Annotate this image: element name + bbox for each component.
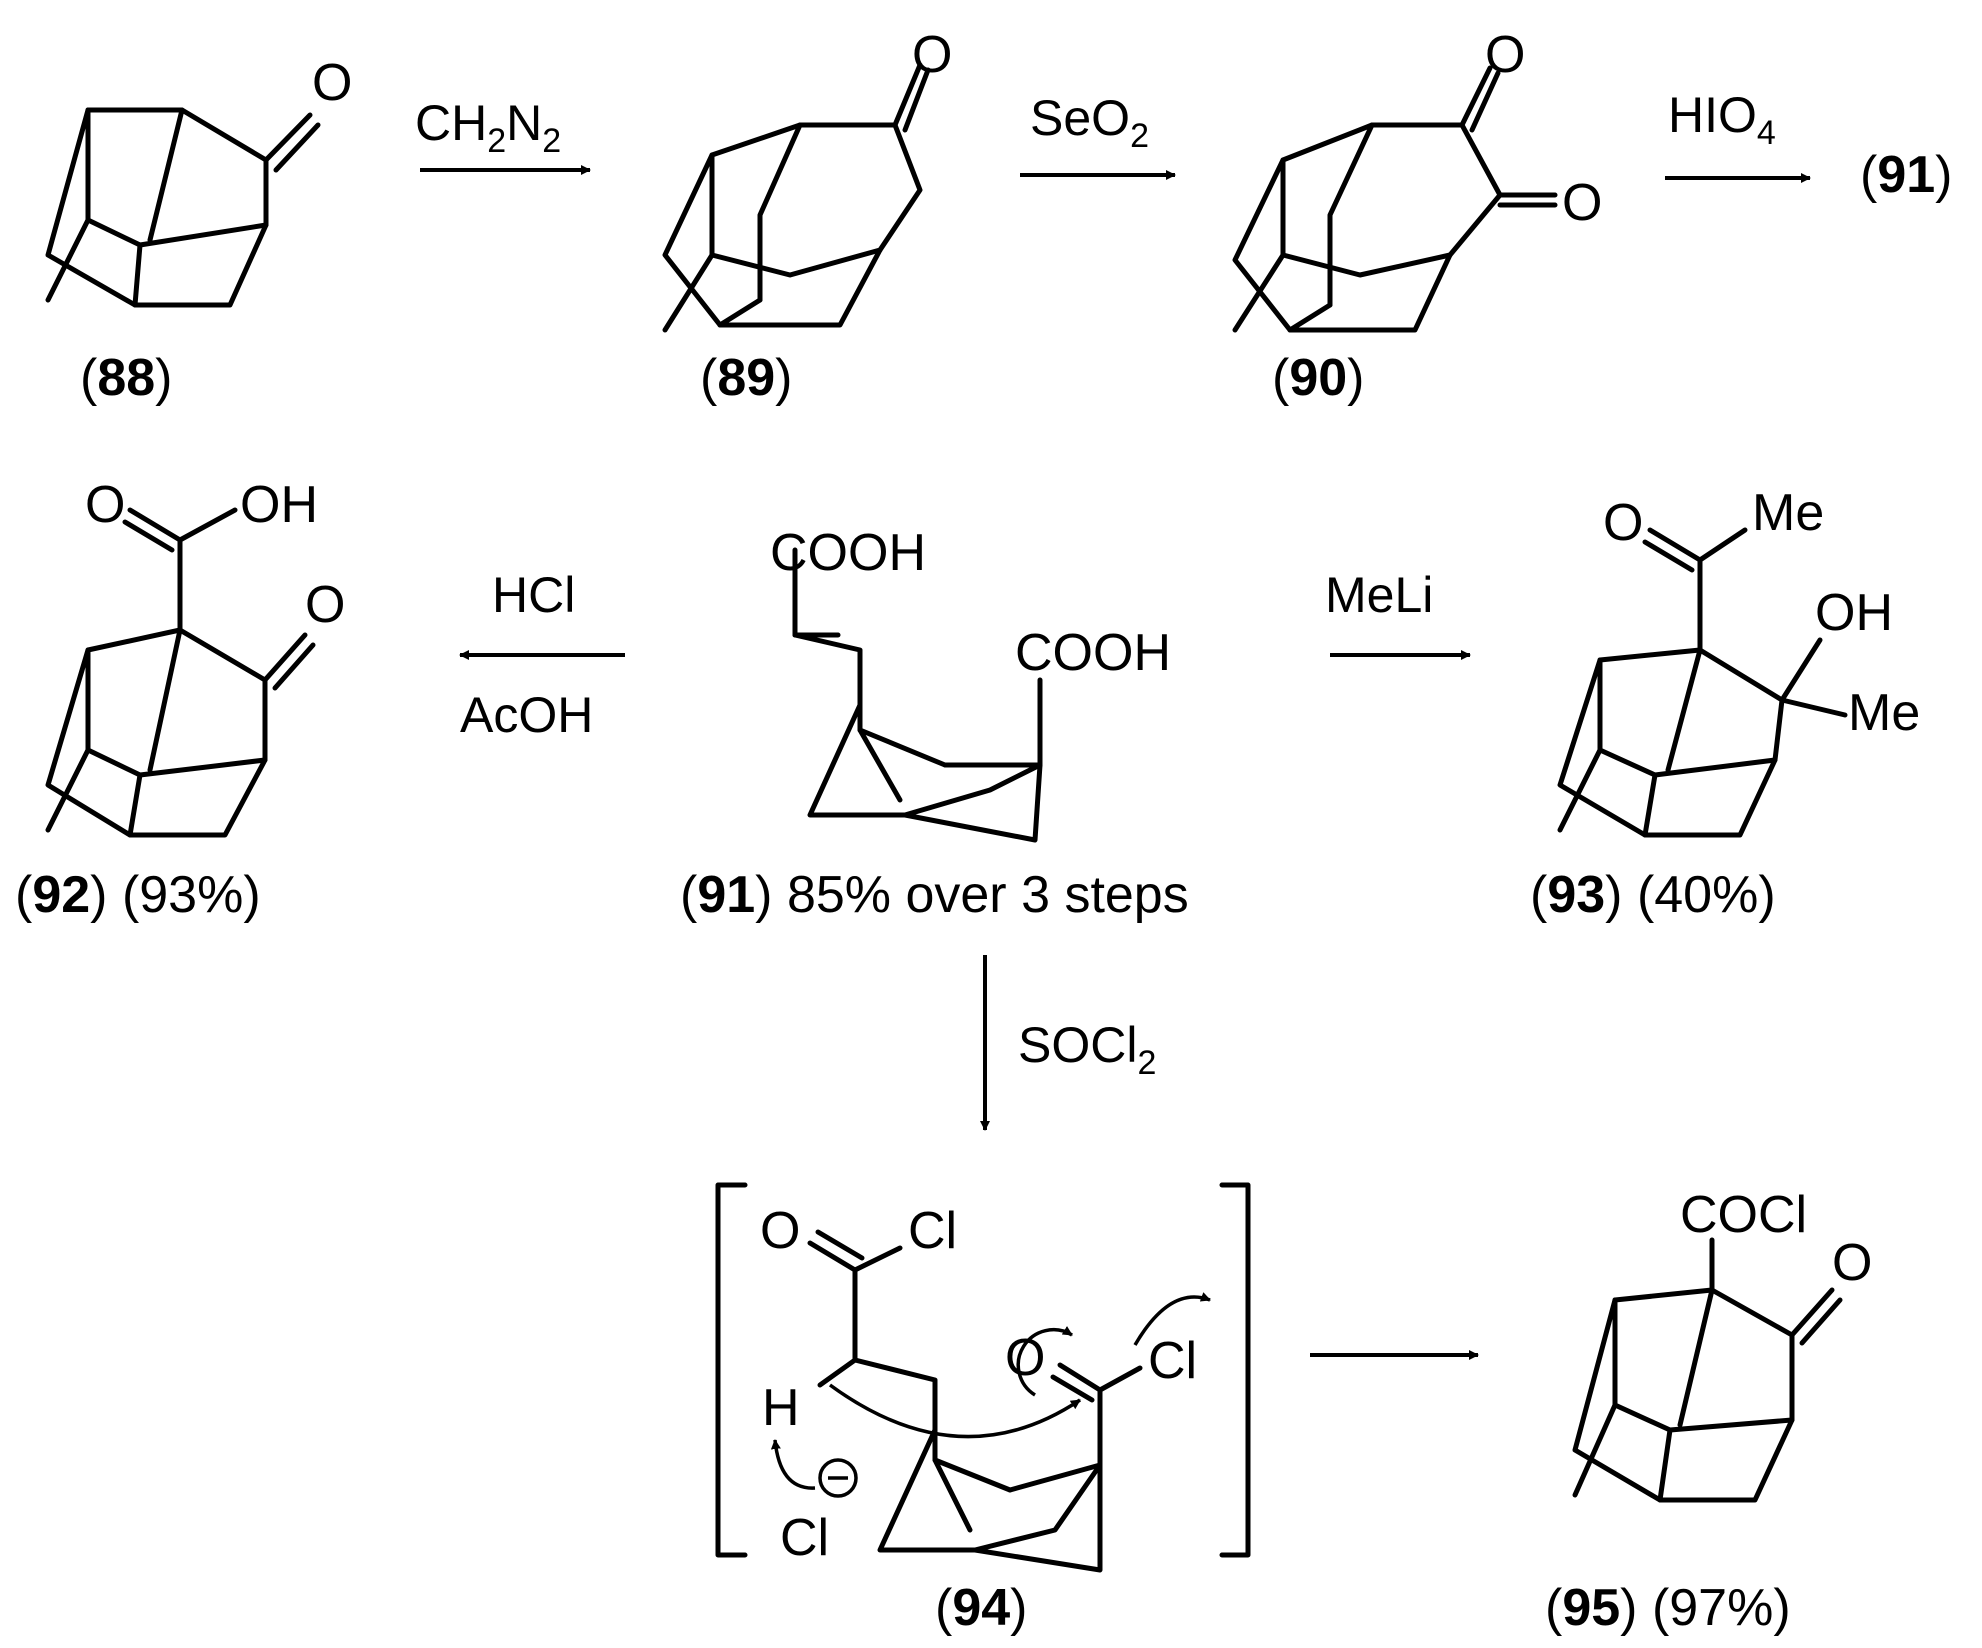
atom-O: O	[1485, 26, 1525, 84]
atom-COOH: COOH	[770, 524, 926, 582]
atom-O: O	[1832, 1234, 1872, 1292]
svg-text:(91) 85% over 3 steps: (91) 85% over 3 steps	[680, 866, 1189, 924]
compound-90-label: (90)	[1272, 349, 1365, 407]
mechanism-arrow-3	[1133, 1292, 1211, 1346]
svg-text:SeO2: SeO2	[1030, 90, 1149, 155]
svg-text:(93) (40%): (93) (40%)	[1530, 866, 1776, 924]
atom-Cl: Cl	[908, 1202, 957, 1260]
compound-92-label: (92) (93%)	[15, 866, 261, 924]
compound-89-label: (89)	[700, 349, 793, 407]
svg-text:SOCl2: SOCl2	[1018, 1017, 1156, 1082]
compound-95-label: (95) (97%)	[1545, 1579, 1791, 1637]
atom-O: O	[305, 576, 345, 634]
compound-94-structure: O Cl O Cl H Cl	[760, 1202, 1211, 1573]
compound-89-structure: O	[662, 26, 952, 333]
atom-Me: Me	[1848, 684, 1920, 742]
intermediate-brackets	[715, 1182, 1251, 1558]
compound-93-structure: O Me OH Me	[1557, 484, 1920, 838]
atom-O: O	[1005, 1329, 1045, 1387]
compound-95-structure: COCl O	[1572, 1186, 1872, 1503]
atom-Cl: Cl	[1148, 1332, 1197, 1390]
compound-91-label: (91) 85% over 3 steps	[680, 866, 1189, 924]
svg-text:(94): (94)	[935, 1579, 1028, 1637]
svg-text:(91): (91)	[1860, 146, 1953, 204]
mechanism-arrow-4	[770, 1439, 816, 1490]
reaction-arrow-3: HIO4	[1665, 87, 1811, 183]
svg-text:(95) (97%): (95) (97%)	[1545, 1579, 1791, 1637]
svg-text:MeLi: MeLi	[1325, 567, 1433, 623]
compound-91-reference: (91)	[1860, 146, 1953, 204]
atom-O: O	[912, 26, 952, 84]
compound-90-structure: O O	[1232, 26, 1602, 333]
atom-O: O	[85, 476, 125, 534]
compound-91-structure: COOH COOH	[770, 524, 1171, 843]
reaction-arrow-5: MeLi	[1325, 567, 1471, 660]
atom-O: O	[760, 1202, 800, 1260]
svg-text:(89): (89)	[700, 349, 793, 407]
svg-text:(92) (93%): (92) (93%)	[15, 866, 261, 924]
svg-text:CH2N2: CH2N2	[415, 95, 561, 160]
compound-88-structure: O	[45, 54, 352, 308]
compound-93-label: (93) (40%)	[1530, 866, 1776, 924]
atom-O: O	[312, 54, 352, 112]
compound-88-label: (88)	[80, 349, 173, 407]
compound-92-structure: O OH O	[45, 476, 345, 838]
negative-charge-icon	[818, 1458, 858, 1498]
atom-COOH: COOH	[1015, 624, 1171, 682]
atom-COCl: COCl	[1680, 1186, 1807, 1244]
svg-text:AcOH: AcOH	[460, 687, 593, 743]
reaction-arrow-4: HCl AcOH	[459, 567, 625, 743]
svg-text:(90): (90)	[1272, 349, 1365, 407]
svg-text:HIO4: HIO4	[1668, 87, 1776, 152]
svg-text:(88): (88)	[80, 349, 173, 407]
reaction-arrow-1: CH2N2	[415, 95, 591, 175]
mechanism-arrow-2	[1016, 1326, 1073, 1397]
atom-Me: Me	[1752, 484, 1824, 542]
atom-O: O	[1562, 174, 1602, 232]
atom-Cl: Cl	[780, 1509, 829, 1567]
atom-O: O	[1603, 494, 1643, 552]
mechanism-arrow-1	[828, 1383, 1081, 1439]
atom-OH: OH	[1815, 584, 1893, 642]
svg-text:HCl: HCl	[492, 567, 575, 623]
atom-H: H	[762, 1379, 800, 1437]
reaction-arrow-2: SeO2	[1020, 90, 1176, 180]
reaction-arrow-6: SOCl2	[980, 955, 1156, 1131]
atom-OH: OH	[240, 476, 318, 534]
compound-94-label: (94)	[935, 1579, 1028, 1637]
